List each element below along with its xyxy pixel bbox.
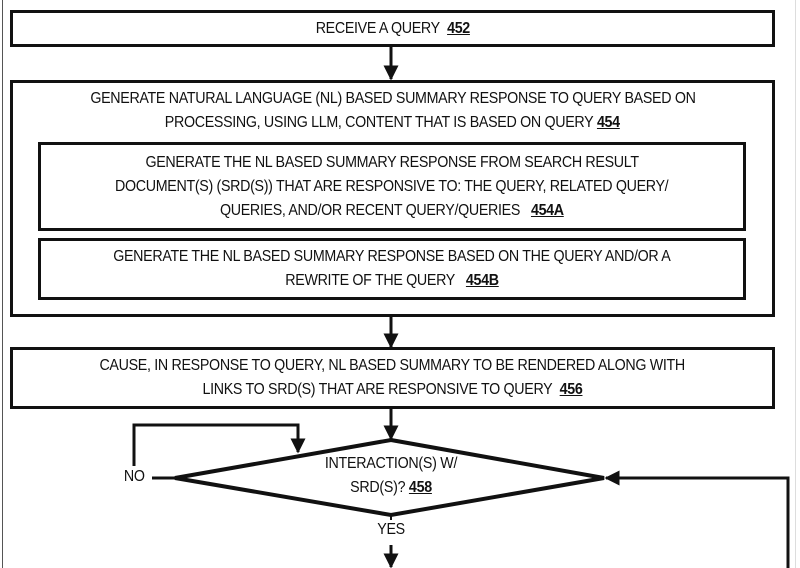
- ref-458: 458: [408, 479, 432, 496]
- substep-454a-line-2: DOCUMENT(S) (SRD(S)) THAT ARE RESPONSIVE…: [115, 177, 669, 195]
- ref-454a: 454A: [531, 201, 564, 219]
- image-right-border: [795, 0, 796, 568]
- ref-452: 452: [446, 19, 470, 37]
- no-label: NO: [123, 468, 145, 485]
- step-render-line-2: LINKS TO SRD(S) THAT ARE RESPONSIVE TO Q…: [202, 381, 553, 398]
- step-generate-line-2: PROCESSING, USING LLM, CONTENT THAT IS B…: [165, 114, 594, 131]
- substep-454a: GENERATE THE NL BASED SUMMARY RESPONSE F…: [38, 142, 746, 231]
- substep-454b-line-2: REWRITE OF THE QUERY: [285, 272, 455, 289]
- substep-454a-line-1: GENERATE THE NL BASED SUMMARY RESPONSE F…: [145, 153, 639, 171]
- substep-454b-line-1: GENERATE THE NL BASED SUMMARY RESPONSE B…: [113, 248, 671, 265]
- decision-diamond: [174, 437, 605, 518]
- substep-454b: GENERATE THE NL BASED SUMMARY RESPONSE B…: [38, 238, 746, 300]
- substep-454a-line-3: QUERIES, AND/OR RECENT QUERY/QUERIES: [220, 201, 521, 219]
- ref-454: 454: [597, 114, 620, 131]
- decision-line-1: INTERACTION(S) W/: [324, 455, 458, 472]
- no-loop-line: [132, 423, 306, 466]
- step-generate-line-1: GENERATE NATURAL LANGUAGE (NL) BASED SUM…: [89, 90, 696, 107]
- step-render-summary: CAUSE, IN RESPONSE TO QUERY, NL BASED SU…: [10, 347, 775, 409]
- yes-label: YES: [377, 521, 405, 538]
- ref-456: 456: [559, 381, 583, 398]
- ref-454b: 454B: [465, 272, 499, 289]
- decision-line-2: SRD(S)?: [350, 479, 406, 496]
- step-receive-text: RECEIVE A QUERY: [315, 19, 440, 37]
- step-receive-query: RECEIVE A QUERY 452: [10, 10, 775, 47]
- loop-back-line: [604, 470, 790, 568]
- step-render-line-1: CAUSE, IN RESPONSE TO QUERY, NL BASED SU…: [99, 357, 686, 374]
- image-left-border: [2, 0, 3, 568]
